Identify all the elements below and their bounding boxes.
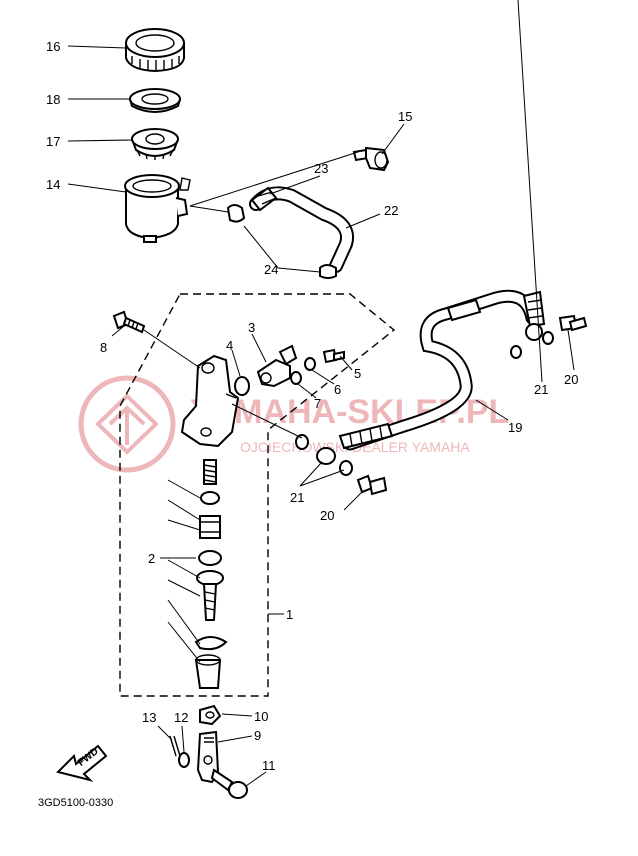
callout-3: 3 (248, 320, 255, 335)
callout-5: 5 (354, 366, 361, 381)
callout-23: 23 (314, 161, 328, 176)
callout-17: 17 (46, 134, 60, 149)
callout-20-lower: 20 (320, 508, 334, 523)
watermark: YAMAHA-SKLEP.PL OJCIECHOWSKI DEALER YAMA… (78, 375, 509, 473)
part-8-bolt (112, 310, 146, 334)
callout-21-left: 21 (290, 490, 304, 505)
callout-15: 15 (398, 109, 412, 124)
fwd-arrow: FWD (56, 744, 108, 782)
part-1-master-cylinder-body (180, 354, 240, 448)
watermark-logo-tuning-forks (95, 393, 159, 455)
callout-10: 10 (254, 709, 268, 724)
callout-14: 14 (46, 177, 60, 192)
callout-6: 6 (334, 382, 341, 397)
assembly-outline (119, 293, 396, 697)
part-21-gasket-right-b (542, 331, 554, 345)
part-4-o-ring (234, 376, 250, 396)
drawing-code: 3GD5100-0330 (38, 797, 113, 809)
part-21-gasket-right-a (510, 345, 522, 359)
callout-4: 4 (226, 338, 233, 353)
callout-11: 11 (262, 758, 276, 773)
callout-12: 12 (174, 710, 188, 725)
part-15-bolt (352, 146, 390, 172)
part-14-reservoir-tank (124, 174, 191, 243)
part-10-nut (199, 704, 222, 726)
part-19-brake-hose (316, 289, 546, 465)
part-7-washer (290, 371, 302, 385)
callout-16: 16 (46, 39, 60, 54)
leader-lines (67, 0, 575, 787)
part-16-reservoir-cap (125, 28, 185, 73)
part-9-clevis (196, 730, 220, 784)
callout-24: 24 (264, 262, 278, 277)
callout-labels: 16 18 17 14 15 23 22 24 8 3 4 5 6 7 21 2… (46, 39, 578, 773)
part-11-pin (210, 768, 248, 799)
callout-1: 1 (286, 607, 293, 622)
part-20-union-bolt-lower (356, 474, 388, 496)
part-21-gasket-lower (339, 460, 353, 476)
part-18-diaphragm-plate (129, 88, 181, 113)
callout-2: 2 (148, 551, 155, 566)
part-24-hose-clip (226, 204, 337, 279)
part-12-washer (178, 752, 190, 768)
part-21-gasket-upper (295, 434, 309, 450)
callout-22: 22 (384, 203, 398, 218)
callout-21-right: 21 (534, 382, 548, 397)
part-2-master-cylinder-kit (194, 459, 228, 689)
callout-18: 18 (46, 92, 60, 107)
callout-13: 13 (142, 710, 156, 725)
part-22-reservoir-hose (249, 186, 354, 273)
part-17-diaphragm (131, 128, 179, 160)
callout-8: 8 (100, 340, 107, 355)
watermark-logo-ring (78, 375, 176, 473)
callout-20-right: 20 (564, 372, 578, 387)
part-5-screw (322, 348, 345, 364)
callout-9: 9 (254, 728, 261, 743)
callout-7: 7 (314, 396, 321, 411)
callout-19: 19 (508, 420, 522, 435)
part-6-washer (304, 357, 316, 371)
part-20-union-bolt-right (558, 314, 588, 332)
